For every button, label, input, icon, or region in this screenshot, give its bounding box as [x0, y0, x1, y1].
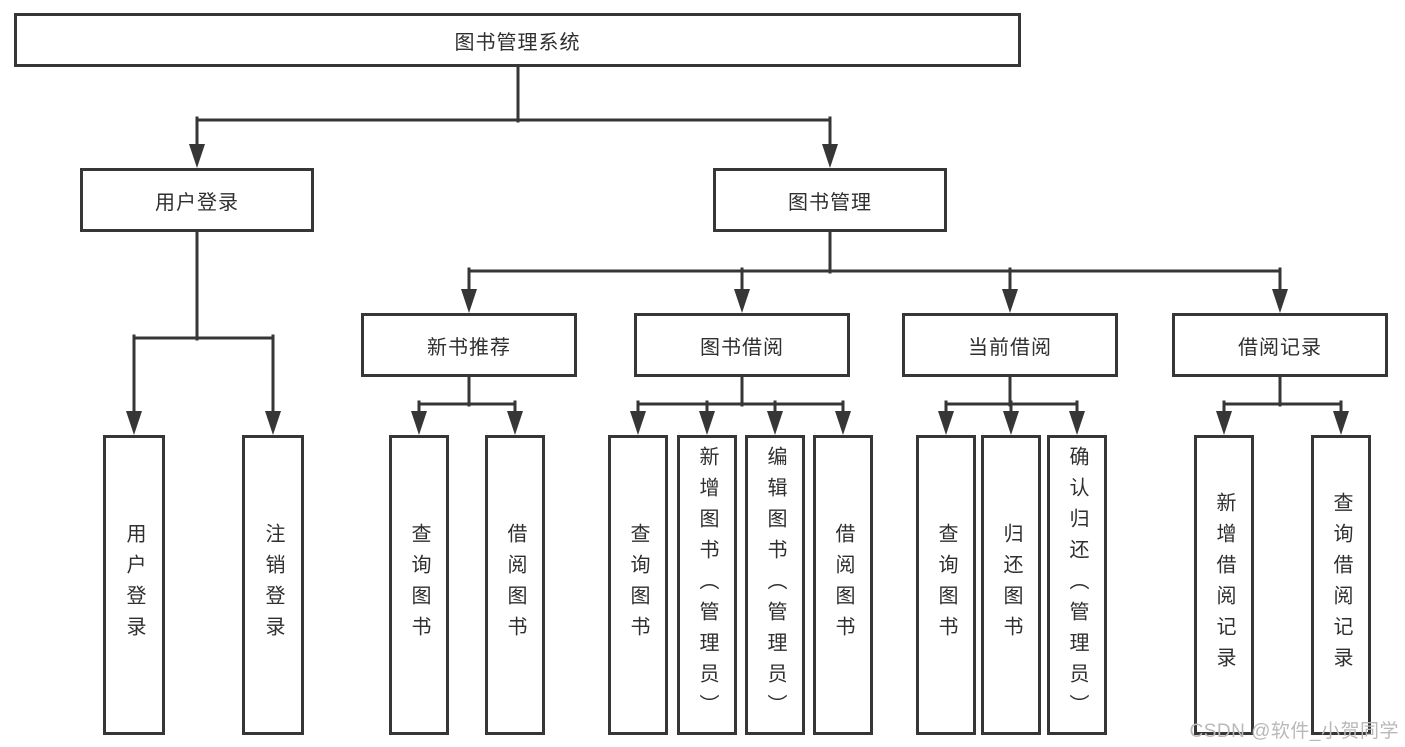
node-root: 图书管理系统 — [14, 13, 1021, 67]
leaf-user-login: 用户登录 — [103, 435, 165, 735]
leaf-add-borrow-record: 新增借阅记录 — [1194, 435, 1254, 735]
connectors-book-borrowing — [630, 373, 851, 435]
leaf-logout: 注销登录 — [242, 435, 304, 735]
node-user-login: 用户登录 — [80, 168, 314, 232]
node-borrowing-records: 借阅记录 — [1172, 313, 1388, 377]
node-new-book-recommend: 新书推荐 — [361, 313, 577, 377]
node-book-management: 图书管理 — [713, 168, 947, 232]
connectors-book-management — [461, 228, 1288, 313]
leaf-query-books-borrowing: 查询图书 — [608, 435, 668, 735]
leaf-edit-books-admin: 编辑图书（管理员） — [745, 435, 805, 735]
node-current-borrowing: 当前借阅 — [902, 313, 1118, 377]
leaf-confirm-return-admin: 确认归还（管理员） — [1047, 435, 1107, 735]
connectors-borrowing-records — [1216, 373, 1349, 435]
csdn-watermark: CSDN @软件_小贺同学 — [1189, 721, 1399, 742]
connectors-current-borrowing — [938, 373, 1085, 435]
leaf-query-books-recommend: 查询图书 — [389, 435, 449, 735]
connectors-user-login — [126, 228, 281, 435]
leaf-add-books-admin: 新增图书（管理员） — [677, 435, 737, 735]
leaf-borrow-books-recommend: 借阅图书 — [485, 435, 545, 735]
leaf-borrow-books-borrowing: 借阅图书 — [813, 435, 873, 735]
leaf-query-borrow-record: 查询借阅记录 — [1311, 435, 1371, 735]
leaf-return-books: 归还图书 — [981, 435, 1041, 735]
connectors-root — [189, 64, 838, 168]
leaf-query-books-current: 查询图书 — [916, 435, 976, 735]
connectors-new-book-recommend — [411, 373, 523, 435]
node-book-borrowing: 图书借阅 — [634, 313, 850, 377]
